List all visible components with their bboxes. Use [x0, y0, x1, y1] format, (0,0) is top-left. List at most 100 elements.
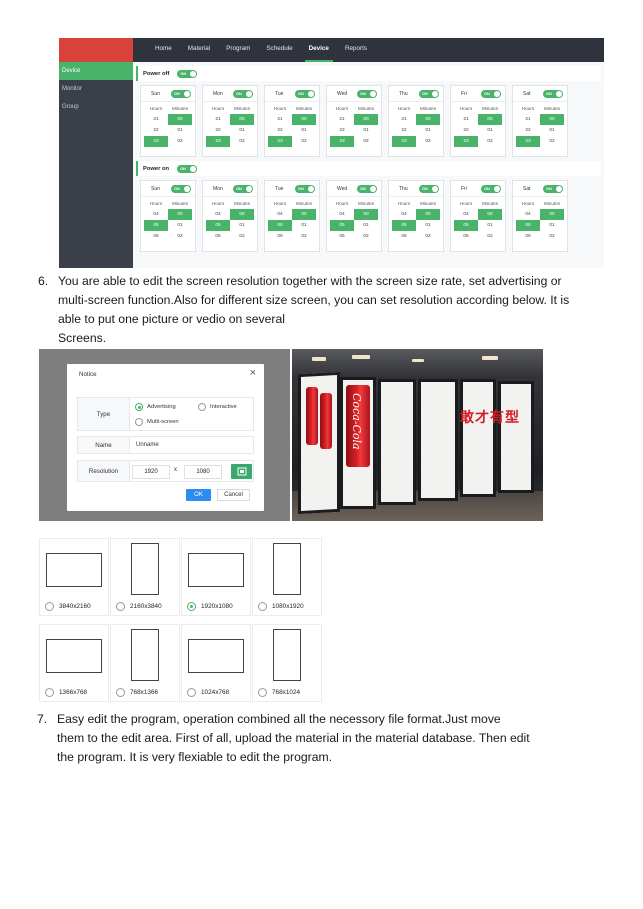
hour-option[interactable]: 21 — [463, 117, 469, 122]
power-on-toggle[interactable]: ON — [177, 164, 198, 173]
hour-option[interactable]: 21 — [153, 117, 159, 122]
minute-option[interactable]: 01 — [177, 128, 183, 133]
hour-option[interactable]: 05 — [268, 220, 292, 231]
minute-option[interactable]: 01 — [549, 128, 555, 133]
hour-option[interactable]: 23 — [144, 136, 168, 147]
ok-button[interactable]: OK — [186, 489, 211, 501]
hour-option[interactable]: 05 — [516, 220, 540, 231]
minute-option[interactable]: 00 — [478, 114, 502, 125]
hour-option[interactable]: 21 — [277, 117, 283, 122]
minute-option[interactable]: 02 — [177, 139, 183, 144]
day-toggle[interactable]: ON — [171, 184, 191, 193]
minute-option[interactable]: 00 — [416, 114, 440, 125]
radio-icon[interactable] — [45, 602, 54, 611]
hour-option[interactable]: 05 — [144, 220, 168, 231]
day-toggle[interactable]: ON — [543, 89, 563, 98]
sidebar-item-group[interactable]: Group — [62, 104, 79, 110]
minute-option[interactable]: 00 — [416, 209, 440, 220]
nav-reports[interactable]: Reports — [344, 45, 367, 52]
nav-home[interactable]: Home — [155, 45, 172, 52]
minute-option[interactable]: 00 — [540, 114, 564, 125]
resolution-preview-icon[interactable] — [231, 464, 252, 479]
minute-option[interactable]: 00 — [292, 114, 316, 125]
resolution-option-1024x768[interactable]: 1024x768 — [181, 624, 251, 702]
resolution-option-1080x1920[interactable]: 1080x1920 — [252, 538, 322, 616]
minute-option[interactable]: 02 — [549, 139, 555, 144]
hour-option[interactable]: 04 — [339, 212, 345, 217]
hour-option[interactable]: 04 — [277, 212, 283, 217]
minute-option[interactable]: 02 — [239, 139, 245, 144]
hour-option[interactable]: 23 — [206, 136, 230, 147]
day-toggle[interactable]: ON — [233, 184, 253, 193]
cancel-button[interactable]: Cancel — [217, 489, 250, 501]
power-off-toggle[interactable]: ON — [177, 69, 198, 78]
minute-option[interactable]: 02 — [301, 139, 307, 144]
day-toggle[interactable]: ON — [295, 184, 315, 193]
radio-icon[interactable] — [258, 688, 267, 697]
hour-option[interactable]: 05 — [330, 220, 354, 231]
minute-option[interactable]: 00 — [230, 114, 254, 125]
radio-icon[interactable] — [45, 688, 54, 697]
hour-option[interactable]: 04 — [215, 212, 221, 217]
nav-program[interactable]: Program — [226, 45, 251, 52]
resolution-option-3840x2160[interactable]: 3840x2160 — [39, 538, 109, 616]
hour-option[interactable]: 04 — [463, 212, 469, 217]
minute-option[interactable]: 01 — [363, 128, 369, 133]
hour-option[interactable]: 04 — [401, 212, 407, 217]
minute-option[interactable]: 01 — [177, 223, 183, 228]
minute-option[interactable]: 01 — [425, 223, 431, 228]
hour-option[interactable]: 05 — [392, 220, 416, 231]
minute-option[interactable]: 01 — [425, 128, 431, 133]
minute-option[interactable]: 02 — [425, 234, 431, 239]
radio-icon[interactable] — [116, 688, 125, 697]
hour-option[interactable]: 21 — [215, 117, 221, 122]
hour-option[interactable]: 06 — [153, 234, 159, 239]
day-toggle[interactable]: ON — [419, 89, 439, 98]
option-advertising[interactable]: Advertising — [135, 403, 176, 411]
sidebar-item-monitor[interactable]: Monitor — [62, 86, 83, 92]
minute-option[interactable]: 01 — [239, 223, 245, 228]
hour-option[interactable]: 23 — [330, 136, 354, 147]
day-toggle[interactable]: ON — [419, 184, 439, 193]
minute-option[interactable]: 01 — [487, 128, 493, 133]
hour-option[interactable]: 22 — [463, 128, 469, 133]
minute-option[interactable]: 00 — [354, 209, 378, 220]
minute-option[interactable]: 02 — [487, 234, 493, 239]
hour-option[interactable]: 21 — [525, 117, 531, 122]
radio-icon[interactable] — [187, 688, 196, 697]
option-interactive[interactable]: Interactive — [198, 403, 237, 411]
hour-option[interactable]: 22 — [153, 128, 159, 133]
day-toggle[interactable]: ON — [543, 184, 563, 193]
nav-device[interactable]: Device — [301, 38, 337, 62]
hour-option[interactable]: 05 — [454, 220, 478, 231]
minute-option[interactable]: 01 — [301, 223, 307, 228]
radio-selected-icon[interactable] — [187, 602, 196, 611]
hour-option[interactable]: 22 — [339, 128, 345, 133]
minute-option[interactable]: 02 — [239, 234, 245, 239]
day-toggle[interactable]: ON — [481, 184, 501, 193]
hour-option[interactable]: 06 — [277, 234, 283, 239]
height-input[interactable]: 1080 — [184, 465, 222, 479]
minute-option[interactable]: 02 — [301, 234, 307, 239]
day-toggle[interactable]: ON — [357, 184, 377, 193]
day-toggle[interactable]: ON — [481, 89, 501, 98]
width-input[interactable]: 1920 — [132, 465, 170, 479]
hour-option[interactable]: 22 — [215, 128, 221, 133]
minute-option[interactable]: 00 — [292, 209, 316, 220]
hour-option[interactable]: 06 — [525, 234, 531, 239]
day-toggle[interactable]: ON — [357, 89, 377, 98]
resolution-option-1366x768[interactable]: 1366x768 — [39, 624, 109, 702]
minute-option[interactable]: 01 — [487, 223, 493, 228]
minute-option[interactable]: 00 — [168, 114, 192, 125]
nav-schedule[interactable]: Schedule — [266, 45, 293, 52]
sidebar-item-device[interactable]: Device — [59, 62, 133, 80]
minute-option[interactable]: 01 — [301, 128, 307, 133]
minute-option[interactable]: 02 — [363, 139, 369, 144]
radio-icon[interactable] — [258, 602, 267, 611]
day-toggle[interactable]: ON — [171, 89, 191, 98]
radio-icon[interactable] — [116, 602, 125, 611]
close-icon[interactable]: × — [249, 367, 256, 379]
day-toggle[interactable]: ON — [233, 89, 253, 98]
hour-option[interactable]: 06 — [401, 234, 407, 239]
hour-option[interactable]: 22 — [277, 128, 283, 133]
